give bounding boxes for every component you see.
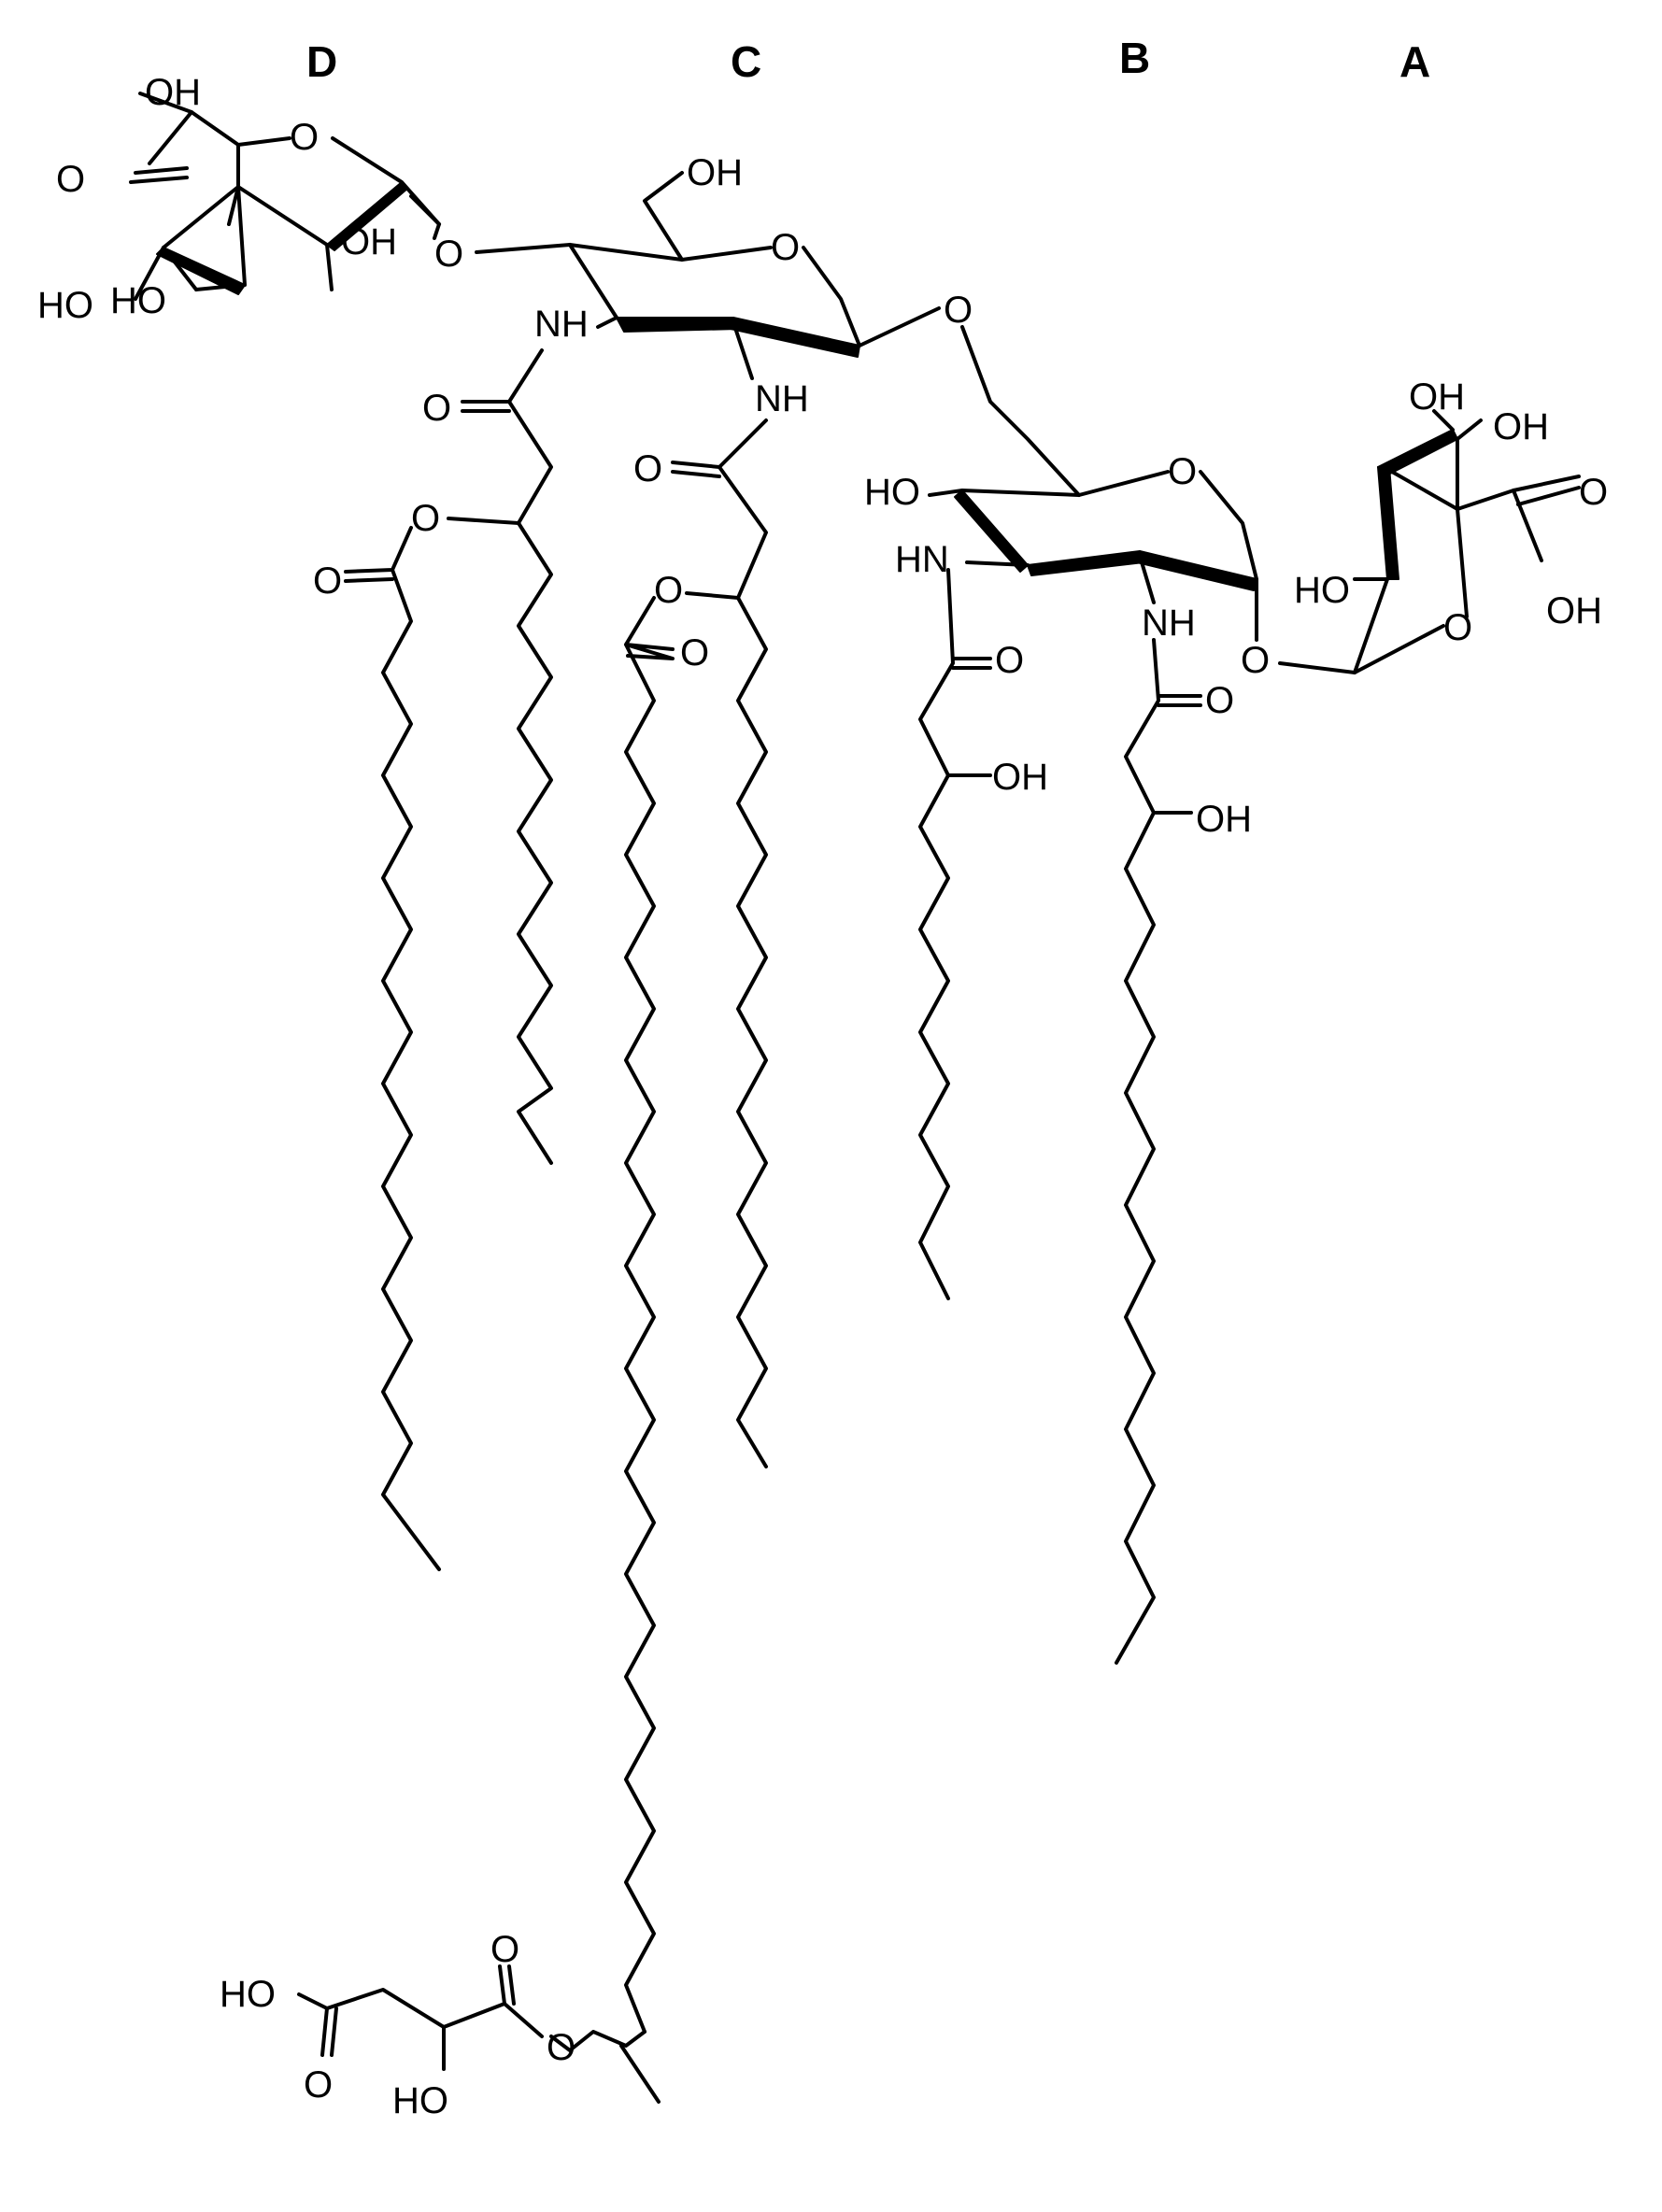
ring-b-hn: HN [895, 539, 949, 580]
ring-c-nh-right: NH [755, 378, 809, 419]
chain-c-left-ester-o: O [411, 498, 440, 539]
terminal-ester-carbonyl-o: O [490, 1929, 519, 1970]
ring-c-nh-left: NH [534, 304, 589, 345]
chain-c-left-ester-carbonyl-o: O [313, 560, 342, 602]
ring-a-oh-top: OH [1409, 376, 1465, 418]
ring-d-carboxyl-o: O [56, 159, 85, 200]
terminal-ester-group: O O HO O HO [220, 1929, 661, 2121]
chain-b-left-carbonyl-o: O [995, 640, 1024, 681]
acyl-chain-b-left: O OH [918, 568, 1048, 1300]
ring-d-ho-right: HO [110, 280, 166, 321]
ring-a-carboxyl-oh: OH [1546, 590, 1602, 631]
terminal-carboxyl-ho: HO [220, 1974, 276, 2015]
chain-b-right-oh: OH [1196, 799, 1252, 840]
ring-d-oh: OH [341, 221, 397, 262]
ring-b: HO O HN NH [864, 451, 1258, 644]
terminal-carboxyl-o: O [304, 2064, 333, 2106]
ring-a-ho: HO [1294, 570, 1350, 611]
ring-c-ch2oh: OH [687, 152, 743, 193]
ring-d-ring-o: O [290, 117, 319, 158]
acyl-chain-b-right: O OH [1115, 638, 1252, 1665]
ring-d-carboxyl-oh: OH [145, 72, 201, 113]
ring-a: OH OH O OH HO O [1294, 376, 1608, 674]
ring-b-nh: NH [1142, 603, 1196, 644]
ring-a-carboxyl-o: O [1579, 472, 1608, 513]
ring-d-ho-left: HO [37, 285, 93, 326]
ring-label-d: D [306, 37, 337, 86]
chain-b-left-oh: OH [992, 757, 1048, 798]
ring-a-ring-o: O [1443, 607, 1472, 648]
ring-d: OH O O OH HO HO [37, 72, 441, 326]
glycosidic-o-cb: O [944, 290, 973, 331]
acyl-chain-c-right: O O O [624, 418, 768, 2034]
chain-c-left-carbonyl-o: O [422, 388, 451, 429]
ring-b-ho: HO [864, 472, 920, 513]
ring-b-ring-o: O [1168, 451, 1197, 492]
terminal-ho: HO [392, 2080, 448, 2121]
ring-label-b: B [1119, 34, 1150, 82]
glycosidic-o-dc: O [434, 234, 463, 275]
acyl-chain-c-left: O O O [313, 348, 553, 1571]
glycosidic-o-ba: O [1241, 640, 1270, 681]
chain-b-right-carbonyl-o: O [1205, 680, 1234, 721]
chain-c-right-carbonyl-o: O [633, 448, 662, 489]
terminal-ester-o: O [547, 2027, 575, 2068]
chain-c-right-ester-o: O [654, 570, 683, 611]
ring-c-ring-o: O [771, 227, 800, 268]
ring-label-a: A [1399, 37, 1430, 86]
chain-c-right-ester-carbonyl-o: O [680, 632, 709, 674]
ring-c: OH O NH NH [534, 152, 861, 419]
ring-label-c: C [731, 37, 761, 86]
ring-a-oh-right: OH [1493, 406, 1549, 447]
